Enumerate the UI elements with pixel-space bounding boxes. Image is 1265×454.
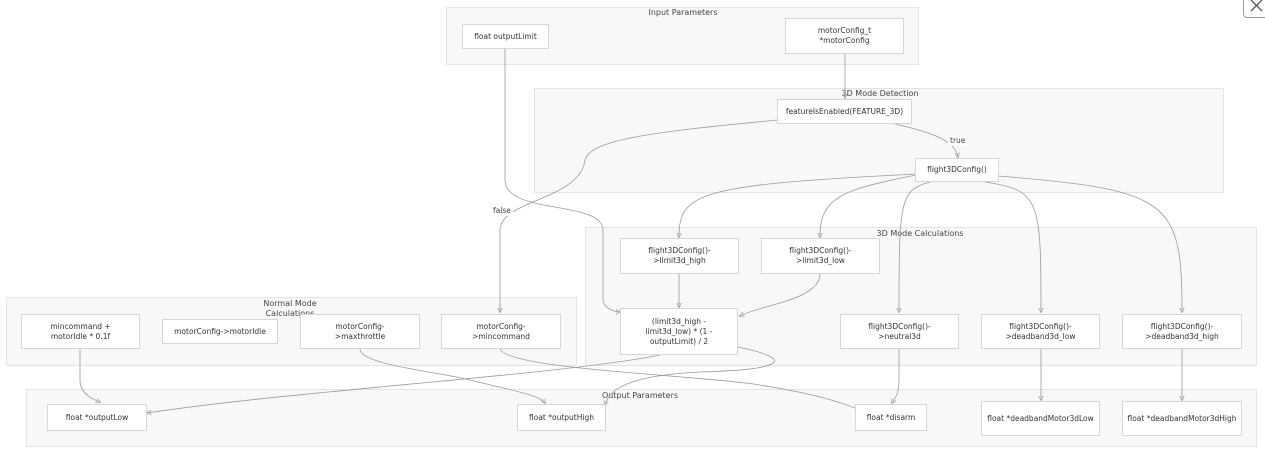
node-limit3d-high[interactable]: flight3DConfig()->limit3d_high	[620, 238, 739, 274]
edge-flight3d-deadhigh	[997, 175, 1182, 312]
node-output-limit[interactable]: float outputLimit	[462, 24, 549, 49]
edge-flight3d-limithigh	[679, 173, 917, 237]
group-label-input: Input Parameters	[648, 8, 718, 17]
node-deadband-low-out[interactable]: float *deadbandMotor3dLow	[981, 401, 1100, 436]
edge-formula-outputlow	[147, 354, 661, 413]
edge-flight3d-neutral	[899, 181, 931, 312]
edge-limitlow-formula	[740, 273, 821, 316]
edge-flight3d-limitlow	[820, 174, 917, 237]
edge-flight3d-deadlow	[984, 181, 1041, 312]
edge-formula-outputhigh	[605, 346, 775, 405]
node-formula[interactable]: (limit3d_high - limit3d_low) * (1 - outp…	[620, 308, 738, 355]
edge-neutral-disarm	[892, 349, 900, 403]
node-motor-config[interactable]: motorConfig_t *motorConfig	[785, 18, 904, 54]
edge-label-false: false	[491, 206, 513, 216]
edge-feature-mincommand-false	[500, 119, 779, 312]
node-deadband3d-high[interactable]: flight3DConfig()->deadband3d_high	[1122, 314, 1242, 349]
group-label-calc3d: 3D Mode Calculations	[876, 229, 964, 238]
node-deadband3d-low[interactable]: flight3DConfig()->deadband3d_low	[981, 314, 1100, 349]
node-output-low[interactable]: float *outputLow	[47, 404, 147, 431]
node-maxthrottle[interactable]: motorConfig->maxthrottle	[300, 314, 420, 349]
edge-maxthrottle-outputhigh	[359, 348, 545, 403]
group-label-normal: Normal Mode Calculations	[263, 299, 317, 318]
node-limit3d-low[interactable]: flight3DConfig()->limit3d_low	[761, 238, 880, 274]
node-deadband-high-out[interactable]: float *deadbandMotor3dHigh	[1122, 401, 1242, 436]
edge-mincommand-disarm	[499, 348, 860, 410]
close-icon	[1250, 0, 1263, 12]
edge-label-true: true	[948, 136, 968, 146]
node-neutral3d[interactable]: flight3DConfig()->neutral3d	[840, 314, 959, 349]
node-output-high[interactable]: float *outputHigh	[517, 404, 606, 431]
node-motor-idle[interactable]: motorConfig->motorIdle	[162, 319, 278, 344]
node-mincommand-idle[interactable]: mincommand + motorIdle * 0.1f	[21, 314, 140, 349]
edge-feature-flight3d-true	[894, 123, 958, 157]
close-button[interactable]	[1243, 0, 1265, 18]
node-flight3d-config[interactable]: flight3DConfig()	[915, 158, 999, 182]
edge-outputlimit-formula	[504, 49, 620, 312]
node-mincommand[interactable]: motorConfig->mincommand	[441, 314, 561, 349]
node-feature-enabled[interactable]: featureIsEnabled(FEATURE_3D)	[777, 99, 912, 124]
group-label-output: Output Parameters	[601, 391, 679, 400]
edge-mincommandidle-outputlow	[79, 349, 100, 402]
node-disarm[interactable]: float *disarm	[855, 404, 927, 431]
group-label-detection: 3D Mode Detection	[841, 89, 919, 98]
